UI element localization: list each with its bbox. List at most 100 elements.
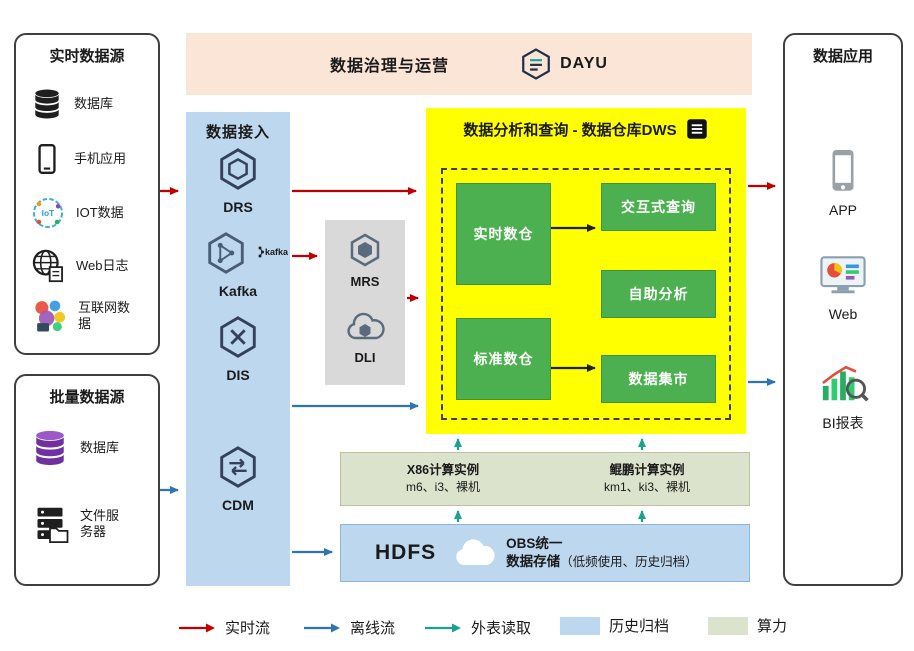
dws-module-realtime-warehouse: 实时数仓 <box>456 183 551 285</box>
web-dashboard-icon <box>817 253 869 299</box>
batch-sources-panel: 批量数据源 数据库 文件服务器 <box>14 374 160 586</box>
compute-instance-kunpeng: 鲲鹏计算实例 km1、ki3、裸机 <box>545 453 749 505</box>
kafka-wordmark-text: kafka <box>264 247 288 257</box>
app-item-label: APP <box>828 202 857 218</box>
ingestion-item-dis: DIS <box>186 314 290 383</box>
source-item-database: 数据库 <box>30 87 152 121</box>
ingestion-item-cdm: CDM <box>186 444 290 513</box>
hdfs-label: HDFS <box>375 541 437 564</box>
dli-icon <box>345 310 385 344</box>
dws-module-interactive-query: 交互式查询 <box>601 183 716 231</box>
batch-sources-title: 批量数据源 <box>49 389 125 406</box>
source-item-database-batch: 数据库 <box>30 428 152 468</box>
compute-instance-name: 鲲鹏计算实例 <box>609 463 685 478</box>
module-label: 数据集市 <box>628 371 689 387</box>
legend-item-archive: 历史归档 <box>560 615 669 636</box>
source-item-label: Web日志 <box>76 257 129 273</box>
web-log-icon <box>30 248 66 284</box>
ingestion-title: 数据接入 <box>205 124 270 141</box>
dws-module-self-service-analysis: 自助分析 <box>601 270 716 318</box>
realtime-sources-panel: 实时数据源 数据库 手机应用 IoT IOT数据 Web日志 互联网数据 <box>14 33 160 355</box>
module-label: 标准数仓 <box>473 351 534 367</box>
compute-strip: X86计算实例 m6、i3、裸机 鲲鹏计算实例 km1、ki3、裸机 <box>340 452 750 506</box>
smartphone-icon <box>822 147 864 195</box>
dayu-logo: DAYU <box>519 47 608 81</box>
obs-storage: OBS统一 数据存储（低频使用、历史归档） <box>452 535 698 571</box>
compute-instance-models: km1、ki3、裸机 <box>603 480 690 495</box>
module-label: 交互式查询 <box>621 199 696 215</box>
database-purple-icon <box>30 428 70 468</box>
legend-item-external-read: 外表读取 <box>424 617 531 638</box>
app-item-label: BI报表 <box>822 415 864 431</box>
legend-label: 离线流 <box>350 620 396 637</box>
ingestion-item-drs: DRS <box>186 146 290 215</box>
source-item-label: IOT数据 <box>76 204 124 220</box>
source-item-file-server: 文件服务器 <box>30 504 152 544</box>
module-label: 自助分析 <box>628 286 689 302</box>
ingestion-item-kafka: kafka Kafka <box>186 230 290 299</box>
obs-line2: 数据存储 <box>506 554 561 569</box>
compute-swatch <box>708 616 748 635</box>
dis-icon <box>215 314 261 360</box>
kafka-hexagon-icon <box>203 230 249 276</box>
cloud-icon <box>452 538 498 568</box>
dws-title: 数据分析和查询 - 数据仓库DWS <box>463 121 677 139</box>
ingestion-item-label: CDM <box>222 497 254 513</box>
governance-title: 数据治理与运营 <box>330 58 450 75</box>
kafka-logo-glyph <box>258 246 264 258</box>
middleware-item-label: DLI <box>354 350 376 365</box>
source-item-label: 文件服务器 <box>80 507 120 539</box>
source-item-iot: IoT IOT数据 <box>30 195 152 231</box>
blue-arrow-icon <box>304 623 340 632</box>
source-item-mobile-app: 手机应用 <box>30 142 152 176</box>
mrs-icon <box>347 232 383 268</box>
file-server-icon <box>30 504 70 544</box>
governance-banner: 数据治理与运营 DAYU <box>186 33 752 95</box>
dayu-logo-text: DAYU <box>560 55 608 72</box>
svg-text:IoT: IoT <box>42 208 55 218</box>
ingestion-panel: 数据接入 DRS kafka Kafka DIS CDM <box>186 112 290 586</box>
app-item-app: APP <box>785 147 901 218</box>
iot-icon: IoT <box>30 195 66 231</box>
compute-instance-name: X86计算实例 <box>406 463 480 478</box>
source-item-label: 数据库 <box>74 95 114 111</box>
middleware-item-dli: DLI <box>325 310 405 365</box>
source-item-label: 手机应用 <box>74 150 127 166</box>
legend: 实时流 离线流 外表读取 历史归档 算力 <box>0 612 914 648</box>
dws-panel: 数据分析和查询 - 数据仓库DWS 实时数仓 标准数仓 交互式查询 自助分析 数… <box>426 108 746 434</box>
ingestion-item-label: DIS <box>226 367 250 383</box>
legend-item-offline-flow: 离线流 <box>303 617 395 638</box>
archive-swatch <box>560 616 600 635</box>
legend-item-realtime-flow: 实时流 <box>178 617 270 638</box>
module-label: 实时数仓 <box>473 226 534 242</box>
internet-data-icon <box>30 297 68 335</box>
kafka-wordmark: kafka <box>256 246 288 258</box>
bi-chart-icon <box>817 360 869 406</box>
legend-label: 算力 <box>757 618 788 635</box>
applications-panel: 数据应用 APP Web BI报表 <box>783 33 903 586</box>
legend-item-compute: 算力 <box>708 615 787 636</box>
app-item-bi-report: BI报表 <box>785 360 901 433</box>
dws-document-icon <box>685 117 709 141</box>
dws-module-data-mart: 数据集市 <box>601 355 716 403</box>
legend-label: 外表读取 <box>471 620 532 637</box>
database-icon <box>30 87 64 121</box>
compute-instance-x86: X86计算实例 m6、i3、裸机 <box>341 453 545 505</box>
source-item-label: 数据库 <box>80 439 120 455</box>
compute-instance-models: m6、i3、裸机 <box>405 480 480 495</box>
source-item-web-log: Web日志 <box>30 248 152 284</box>
app-item-label: Web <box>828 306 858 322</box>
middleware-panel: MRS DLI <box>325 220 405 385</box>
app-item-web: Web <box>785 253 901 322</box>
obs-note: （低频使用、历史归档） <box>560 555 698 569</box>
dws-module-standard-warehouse: 标准数仓 <box>456 318 551 400</box>
obs-line1: OBS统一 <box>506 536 563 552</box>
source-item-internet-data: 互联网数据 <box>30 297 152 335</box>
ingestion-item-label: DRS <box>223 199 253 215</box>
dayu-hexagon-icon <box>519 47 553 81</box>
legend-label: 实时流 <box>225 620 271 637</box>
legend-label: 历史归档 <box>609 618 670 635</box>
ingestion-item-label: Kafka <box>218 283 258 299</box>
source-item-label: 互联网数据 <box>78 299 131 331</box>
middleware-item-label: MRS <box>350 274 380 289</box>
